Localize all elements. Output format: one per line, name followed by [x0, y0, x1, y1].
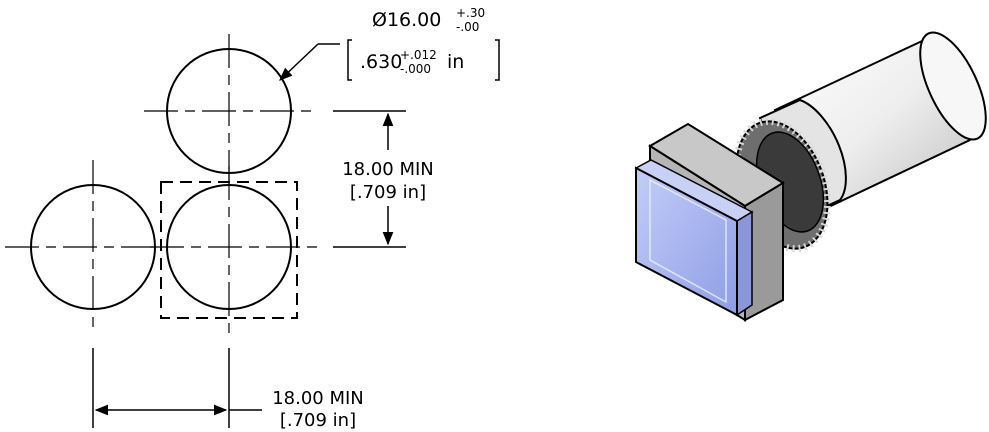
bracket-right: [495, 39, 500, 81]
diameter-inch-tol-plus: +.012: [400, 48, 437, 62]
top-cutout: [144, 34, 314, 186]
lens-front-face: [635, 166, 738, 317]
lens-highlight: [649, 178, 727, 304]
vertical-spacing-dimension: 18.00 MIN [.709 in]: [333, 110, 434, 248]
lens-side-face: [736, 210, 753, 317]
cylinder-end-cap: [919, 31, 987, 141]
ring-ribs: [733, 117, 831, 253]
diameter-label: Ø16.00: [372, 9, 441, 31]
leader-line: [279, 43, 319, 81]
lens: [634, 159, 754, 317]
horizontal-spacing-mm: 18.00 MIN: [272, 388, 364, 409]
diameter-inch-unit: in: [447, 51, 464, 73]
vertical-spacing-mm: 18.00 MIN: [342, 159, 434, 180]
horizontal-spacing-inch: [.709 in]: [280, 410, 356, 431]
pushbutton-3d-view: [634, 31, 987, 322]
diameter-inch-tol-minus: -.000: [400, 62, 431, 76]
left-cutout: [5, 160, 158, 334]
diameter-tol-plus: +.30: [456, 6, 485, 20]
diameter-tol-minus: -.00: [456, 20, 479, 34]
right-cutout: [150, 166, 320, 334]
horizontal-spacing-dimension: 18.00 MIN [.709 in]: [92, 348, 364, 431]
bracket-left: [347, 39, 352, 81]
diameter-callout: Ø16.00 +.30 -.00 .630 +.012 -.000 in: [279, 6, 500, 81]
vertical-spacing-inch: [.709 in]: [350, 182, 426, 203]
diameter-inch-value: .630: [360, 51, 402, 73]
